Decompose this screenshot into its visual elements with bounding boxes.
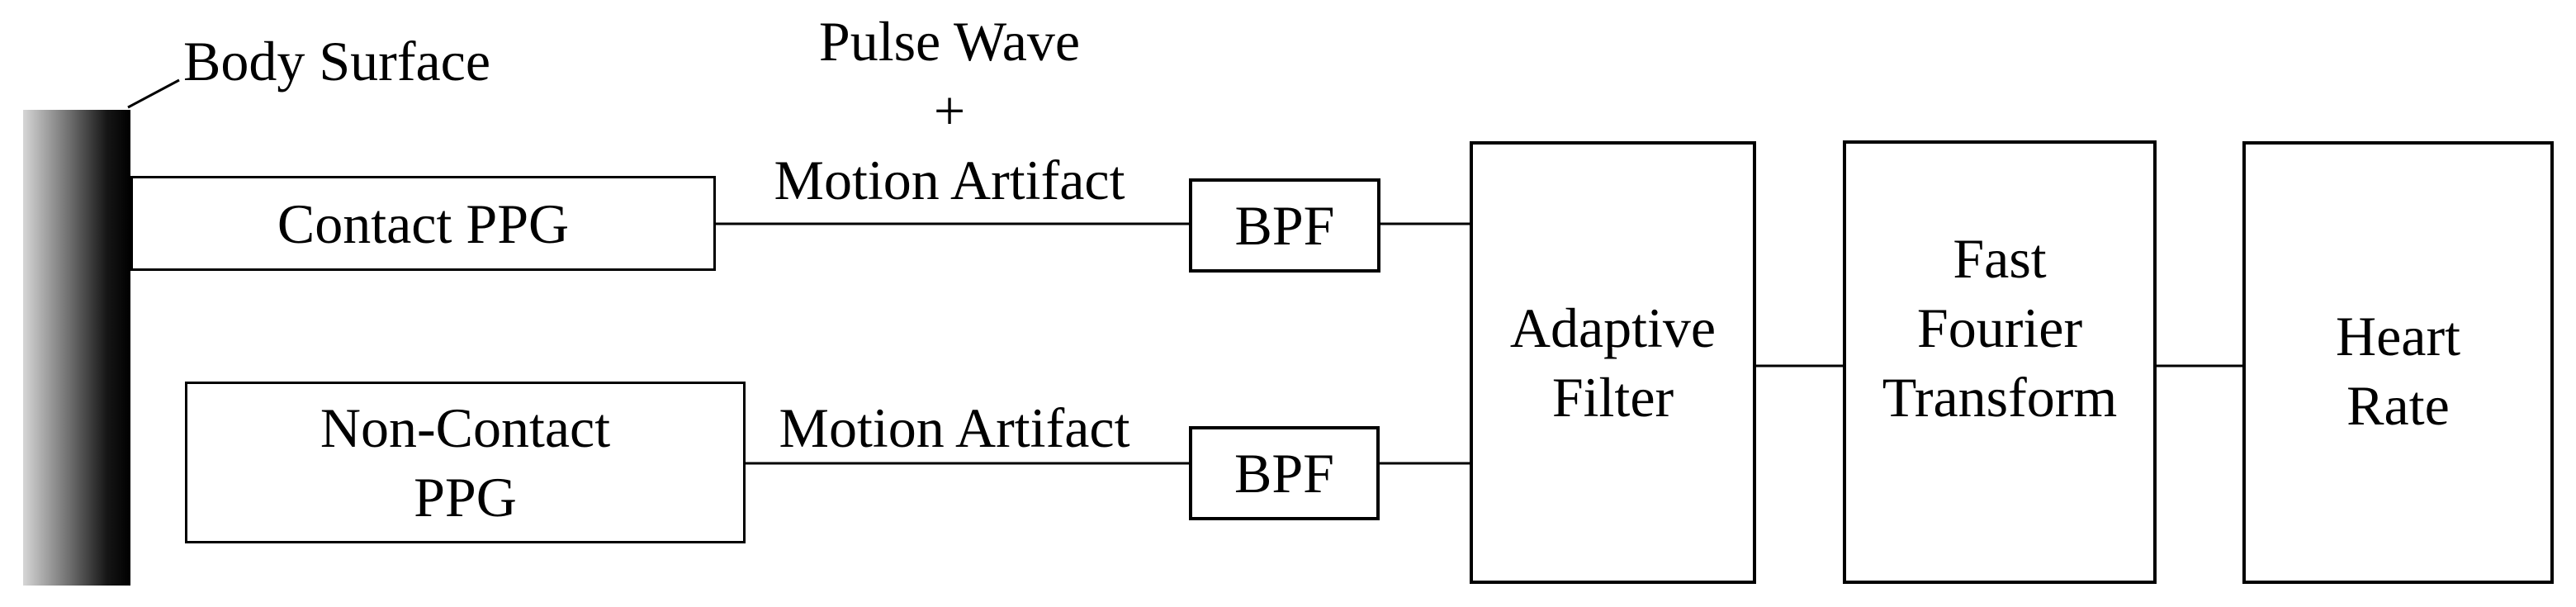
non-contact-ppg-label-line2: PPG (414, 466, 517, 529)
bandpass-filter-bottom-label: BPF (1234, 442, 1334, 505)
body-surface-leader-line (127, 78, 180, 109)
adaptive-filter-label-line2: Filter (1551, 366, 1674, 429)
adaptive-filter-label: Adaptive Filter (1510, 293, 1716, 432)
bandpass-filter-top-label: BPF (1234, 194, 1335, 257)
body-surface-label: Body Surface (183, 30, 491, 92)
heart-rate-label-line1: Heart (2335, 305, 2460, 368)
contact-ppg-label: Contact PPG (277, 192, 570, 255)
adaptive-filter-label-line1: Adaptive (1509, 296, 1717, 359)
fast-fourier-transform-box: Fast Fourier Transform (1843, 140, 2157, 584)
fast-fourier-transform-label: Fast Fourier Transform (1882, 224, 2118, 432)
row1-signal-label-line1: Pulse Wave (818, 10, 1081, 73)
heart-rate-label-line2: Rate (2346, 374, 2450, 437)
fast-fourier-transform-label-line1: Fast (1953, 226, 2047, 290)
contact-ppg-box: Contact PPG (130, 176, 716, 271)
row2-signal-label: Motion Artifact (779, 396, 1130, 459)
body-surface-bar (23, 110, 130, 586)
plus-sign: + (933, 79, 966, 142)
non-contact-ppg-label-line1: Non-Contact (320, 396, 611, 459)
bandpass-filter-top-box: BPF (1189, 178, 1380, 273)
bandpass-filter-bottom-box: BPF (1189, 426, 1380, 520)
heart-rate-box: Heart Rate (2242, 141, 2554, 584)
heart-rate-label: Heart Rate (2336, 301, 2460, 440)
row1-signal-label-line3: Motion Artifact (774, 149, 1125, 211)
fast-fourier-transform-label-line2: Fourier (1916, 296, 2083, 359)
non-contact-ppg-label: Non-Contact PPG (320, 393, 610, 532)
row1-signal-label: Pulse Wave + Motion Artifact (743, 7, 1156, 215)
fast-fourier-transform-label-line3: Transform (1882, 365, 2118, 429)
non-contact-ppg-box: Non-Contact PPG (185, 382, 746, 543)
adaptive-filter-box: Adaptive Filter (1470, 141, 1756, 584)
